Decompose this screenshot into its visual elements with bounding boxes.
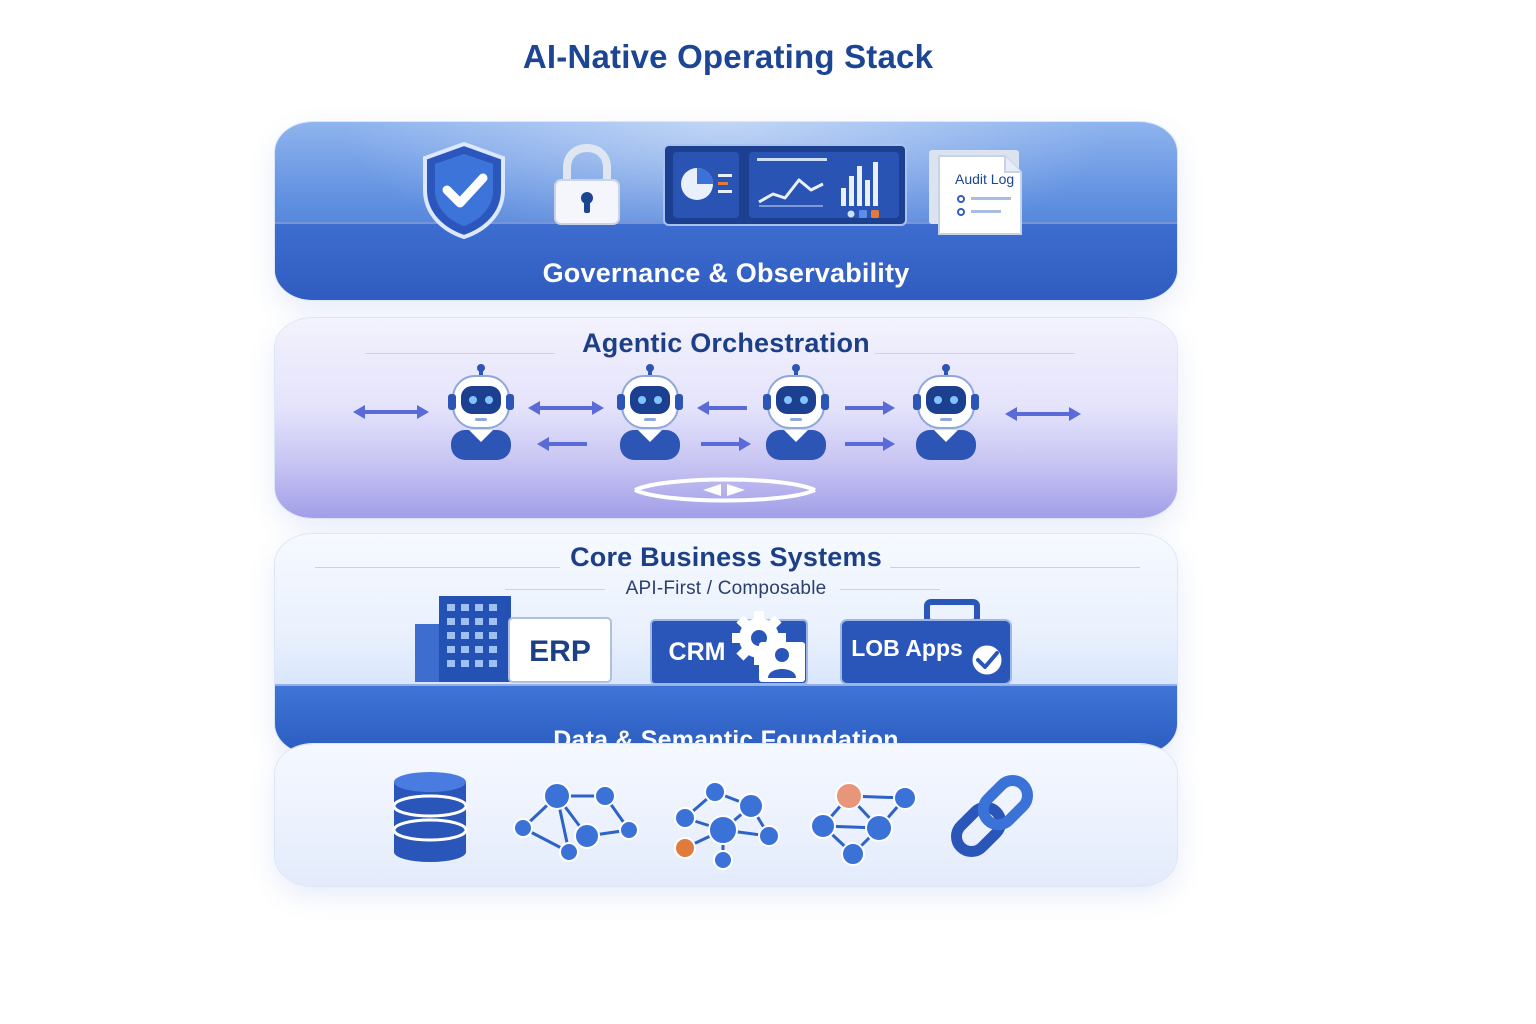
lob-apps-tile: LOB Apps [840,599,1012,685]
robot-agent-icon [447,363,515,461]
crm-tile: CRM [650,611,808,685]
right-arrow-icon [843,399,897,417]
building-icon [415,596,511,682]
governance-layer: Audit Log Governance & Observability [275,122,1177,300]
right-arrow-icon [699,435,753,453]
core-sub-rule-right [840,589,940,590]
core-sub-rule-left [505,589,605,590]
orchestration-layer-label: Agentic Orchestration [582,328,870,358]
robot-agent-icon [912,363,980,461]
orchestration-rule-right [875,353,1075,354]
core-layer-label: Core Business Systems [570,542,882,572]
network-graph-icon [521,794,631,854]
cycle-arrows-icon [634,477,816,503]
core-layer-subtitle: API-First / Composable [625,578,827,599]
diagram-title: AI-Native Operating Stack [522,38,934,75]
lob-apps-label: LOB Apps [851,635,963,661]
chain-link-icon [950,774,1034,858]
double-arrow-icon [351,403,431,421]
audit-log-icon: Audit Log [929,150,1022,235]
left-arrow-icon [695,399,749,417]
core-rule-left [315,567,560,568]
double-arrow-icon [1003,405,1083,423]
agent-network [351,363,1083,503]
database-icon [392,772,468,862]
crm-label: CRM [669,638,726,666]
data-icons [392,772,1034,870]
robot-agent-icon [762,363,830,461]
erp-tile: ERP [415,596,612,683]
briefcase-icon [840,599,1012,685]
erp-label: ERP [529,635,591,668]
data-layer [275,744,1177,886]
robot-agent-icon [616,363,684,461]
audit-log-label: Audit Log [955,171,1014,187]
checkmark-icon [969,642,1005,678]
core-rule-right [890,567,1140,568]
core-systems-layer: Core Business Systems API-First / Compos… [275,534,1177,754]
dashboard-icon [663,144,907,226]
right-arrow-icon [843,435,897,453]
person-icon [759,642,805,682]
double-arrow-icon [526,399,606,417]
governance-layer-label: Governance & Observability [542,258,910,288]
left-arrow-icon [535,435,589,453]
orchestration-rule-left [365,353,555,354]
orchestration-layer: Agentic Orchestration [275,318,1177,518]
padlock-icon [554,144,620,225]
shield-check-icon [423,141,505,240]
